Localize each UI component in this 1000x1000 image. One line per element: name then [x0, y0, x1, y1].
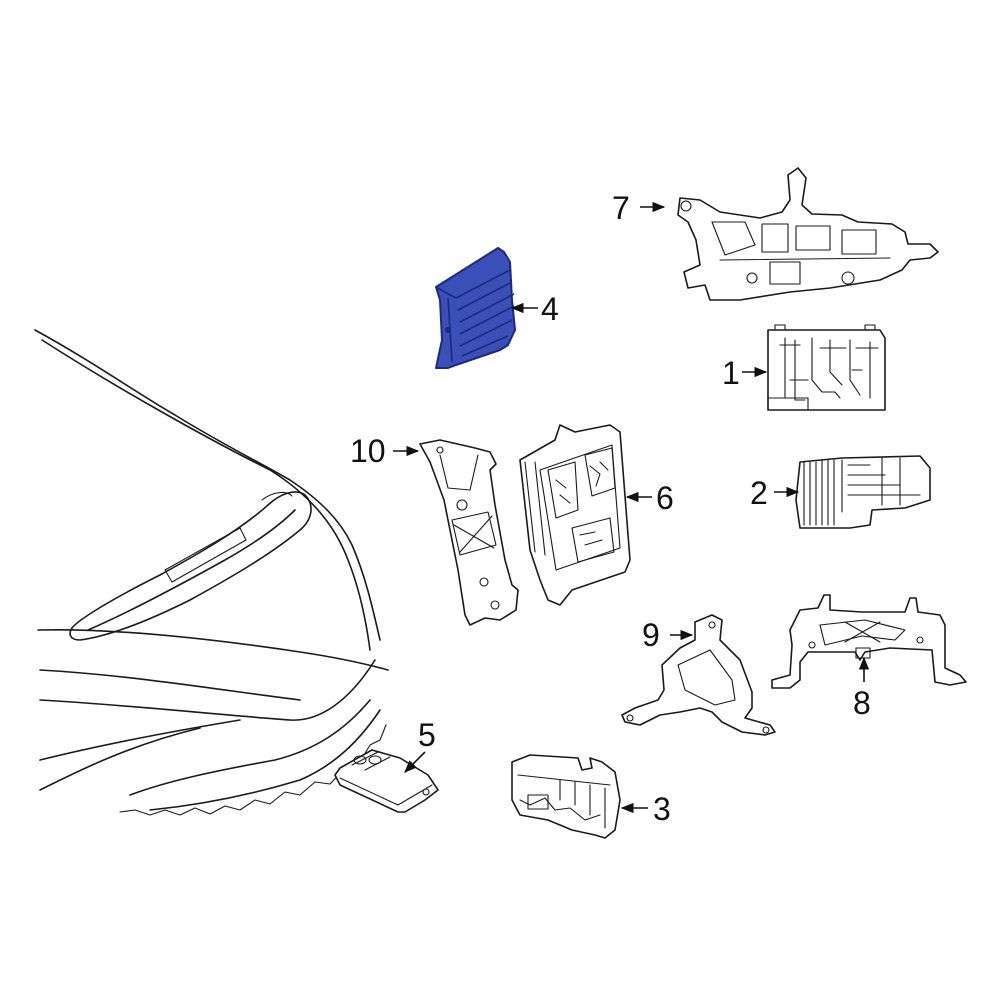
- part-3-module: [511, 754, 621, 839]
- callout-1: 1: [722, 355, 740, 391]
- part-2-module: [795, 455, 931, 529]
- callout-10: 10: [350, 433, 386, 469]
- callout-6: 6: [656, 480, 674, 516]
- part-4-module-highlighted: [435, 247, 516, 369]
- part-8-bracket: [771, 594, 967, 689]
- part-6-module: [519, 424, 631, 606]
- part-1-module: [767, 324, 886, 411]
- callout-3: 3: [653, 791, 671, 827]
- callout-4: 4: [541, 291, 559, 327]
- callout-9: 9: [642, 617, 660, 653]
- callout-5: 5: [418, 717, 436, 753]
- callout-labels: 7 4 1 2 10 6 9 8 5 3: [350, 190, 871, 827]
- vehicle-front-outline: [34, 329, 389, 816]
- part-5-module: [334, 749, 439, 813]
- callout-7: 7: [612, 190, 630, 226]
- part-7-bracket: [677, 167, 939, 301]
- callout-8: 8: [853, 685, 871, 721]
- callout-arrows: [393, 201, 870, 814]
- part-10-bracket: [419, 439, 519, 626]
- callout-2: 2: [750, 475, 768, 511]
- part-9-bracket: [621, 614, 776, 736]
- arrow-5: [404, 751, 426, 773]
